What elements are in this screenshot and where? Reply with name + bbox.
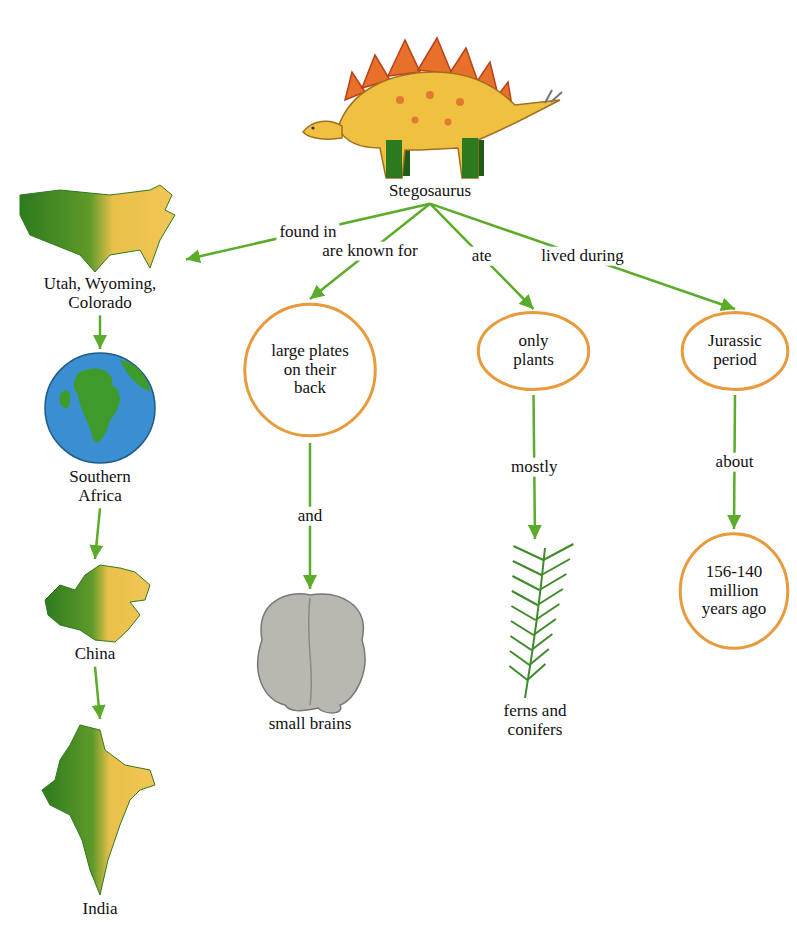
concept-ellipse: only plants	[476, 310, 591, 392]
connector-label: lived during	[538, 247, 627, 266]
connector-arrow	[99, 315, 102, 349]
fern-leaf	[543, 544, 573, 560]
fern-leaf	[513, 546, 543, 560]
node-text: Stegosaurus	[389, 182, 471, 201]
node-text: large plates on their back	[271, 342, 349, 398]
connector-arrow	[430, 204, 735, 309]
concept-ellipse: 156-140 million years ago	[678, 530, 790, 652]
globe	[45, 353, 155, 463]
ellipse-border	[682, 312, 788, 389]
fern-leaf	[539, 574, 566, 590]
connector-arrow	[430, 204, 534, 309]
picture-node: small brains	[235, 590, 385, 734]
fern-leaf	[512, 576, 539, 590]
ellipse-border	[245, 304, 376, 436]
fern-leaf	[527, 664, 545, 680]
node-text: Southern Africa	[60, 468, 140, 505]
picture-node: ferns and conifers	[480, 540, 590, 739]
title-node: Stegosaurus	[305, 4, 555, 201]
fern-leaf	[509, 666, 527, 680]
fern	[509, 544, 573, 698]
connector-label: are known for	[319, 242, 420, 261]
node-text: China	[75, 645, 116, 664]
node-text: ferns and conifers	[495, 702, 575, 739]
fern-leaf	[513, 561, 542, 575]
stegosaurus-drawing	[303, 38, 562, 178]
map-node: China	[35, 560, 155, 664]
map-node: Southern Africa	[45, 350, 155, 505]
map-node: Utah, Wyoming, Colorado	[15, 180, 185, 312]
connector-arrow	[310, 204, 430, 299]
fern-leaf	[510, 636, 531, 650]
map-node: India	[40, 720, 160, 919]
fern-leaf	[531, 634, 552, 650]
fern-leaf	[533, 619, 556, 635]
connector-label: and	[295, 507, 326, 526]
connector-label: ate	[469, 247, 495, 266]
node-text: Jurassic period	[700, 332, 770, 369]
ellipse-border	[478, 312, 588, 389]
connector-label: found in	[276, 222, 339, 241]
fern-leaf	[510, 651, 530, 665]
fern-leaf	[511, 606, 535, 620]
fern-leaf	[511, 621, 534, 635]
connector-arrow	[95, 667, 100, 719]
brain	[258, 594, 365, 713]
fern-leaf	[529, 649, 549, 665]
ellipse-border	[680, 534, 788, 649]
usa-map	[20, 185, 175, 272]
china-map	[45, 565, 150, 642]
connector-label: mostly	[508, 458, 560, 477]
fern-leaf	[537, 589, 563, 605]
concept-ellipse: large plates on their back	[242, 300, 378, 440]
fern-leaf	[541, 559, 570, 575]
concept-ellipse: Jurassic period	[680, 310, 790, 392]
node-text: small brains	[269, 715, 352, 734]
node-text: Utah, Wyoming, Colorado	[38, 275, 163, 312]
fern-leaf	[535, 604, 559, 620]
connector-label: about	[713, 453, 757, 472]
fern-leaf	[512, 591, 538, 605]
india-map	[42, 725, 155, 895]
node-text: India	[83, 900, 118, 919]
node-text: 156-140 million years ago	[698, 563, 770, 619]
connector-arrow	[95, 508, 100, 559]
node-text: only plants	[504, 332, 564, 369]
